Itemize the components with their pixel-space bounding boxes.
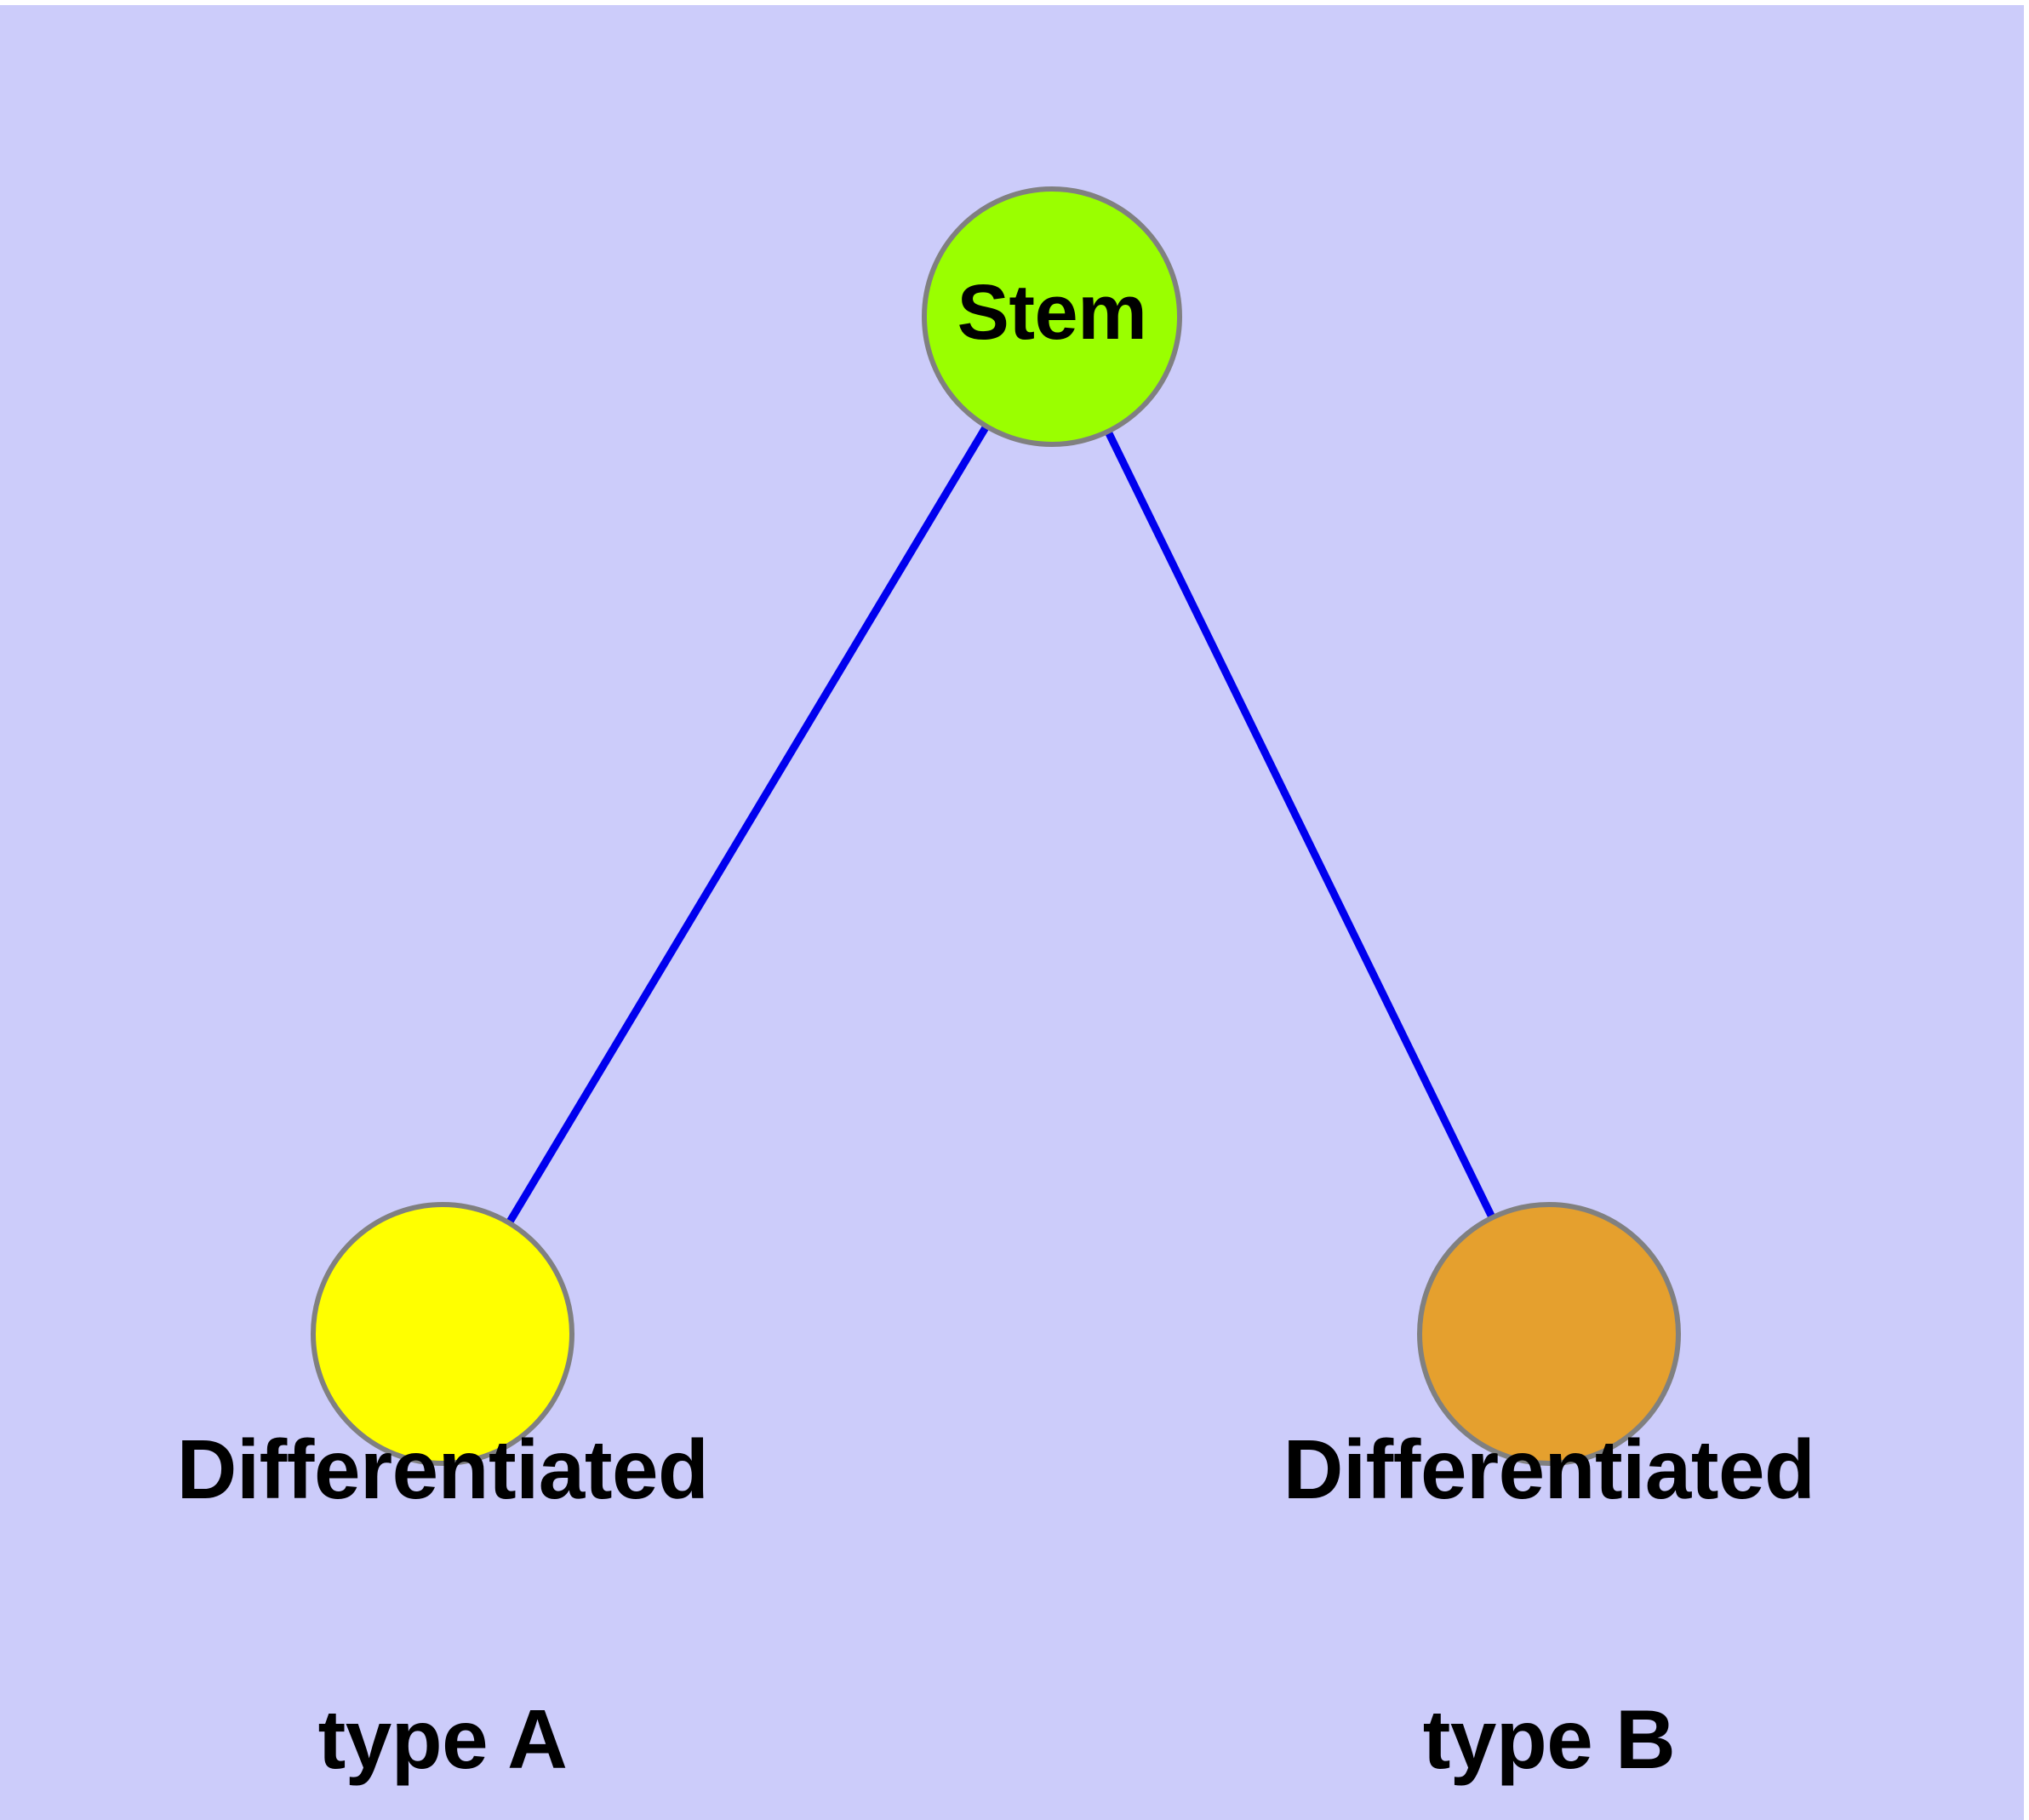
- node-differentiated-type-a[interactable]: [311, 1202, 574, 1466]
- node-differentiated-type-b[interactable]: [1417, 1202, 1681, 1466]
- node-layer: [311, 186, 1681, 1466]
- edge-layer: [506, 424, 1496, 1225]
- node-stem[interactable]: [922, 186, 1182, 447]
- edge-stem-to-differentiated-type-a: [506, 424, 990, 1225]
- edge-stem-to-differentiated-type-b: [1104, 429, 1496, 1220]
